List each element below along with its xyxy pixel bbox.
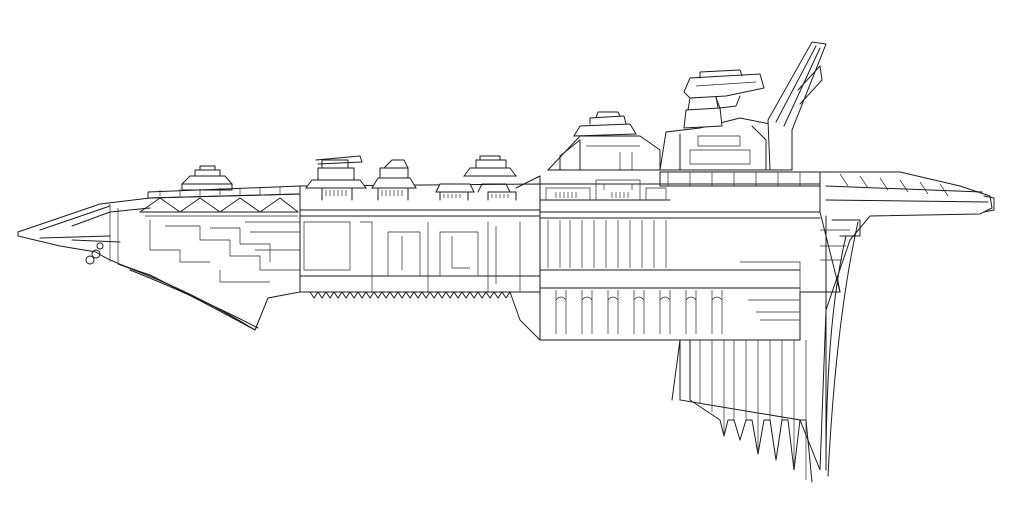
ship-midhull [299,155,541,341]
ship-prow [17,165,301,331]
ship-stern [671,171,995,483]
ship-aft [539,41,841,341]
turret-battery [305,155,541,201]
